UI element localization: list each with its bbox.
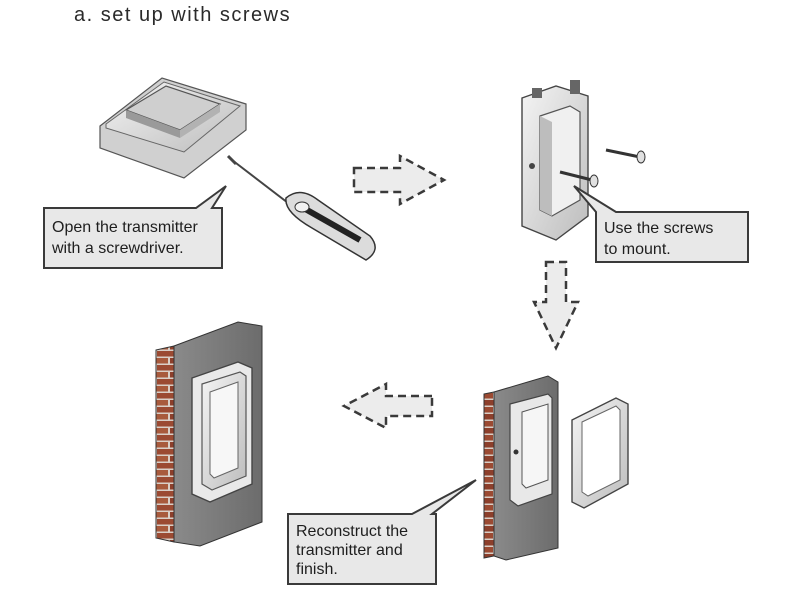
arrow-left-icon — [341, 381, 434, 431]
callout-line: Open the transmitter — [52, 219, 199, 236]
section-heading: a. set up with screws — [74, 4, 292, 26]
callout-line: Reconstruct the — [296, 523, 408, 540]
arrow-right-icon — [352, 153, 447, 207]
screw-icon — [605, 148, 646, 164]
screw-icon — [559, 170, 599, 188]
callout-line: Use the screws — [604, 220, 713, 237]
callout-open-transmitter: Open the transmitter with a screwdriver. — [43, 185, 227, 269]
transmitter-cover — [571, 397, 629, 509]
callout-line: to mount. — [604, 241, 671, 258]
transmitter-top-view — [99, 77, 247, 179]
arrow-down-icon — [532, 260, 580, 351]
mounting-plate — [521, 80, 589, 241]
finished-transmitter-on-wall — [155, 321, 263, 547]
screwdriver — [226, 154, 376, 261]
wall-section-small — [483, 375, 559, 561]
callout-use-screws: Use the screws to mount. — [573, 185, 749, 263]
callout-line: transmitter and — [296, 542, 403, 559]
callout-line: finish. — [296, 561, 338, 578]
callout-reconstruct: Reconstruct the transmitter and finish. — [287, 479, 477, 585]
callout-line: with a screwdriver. — [51, 240, 184, 257]
